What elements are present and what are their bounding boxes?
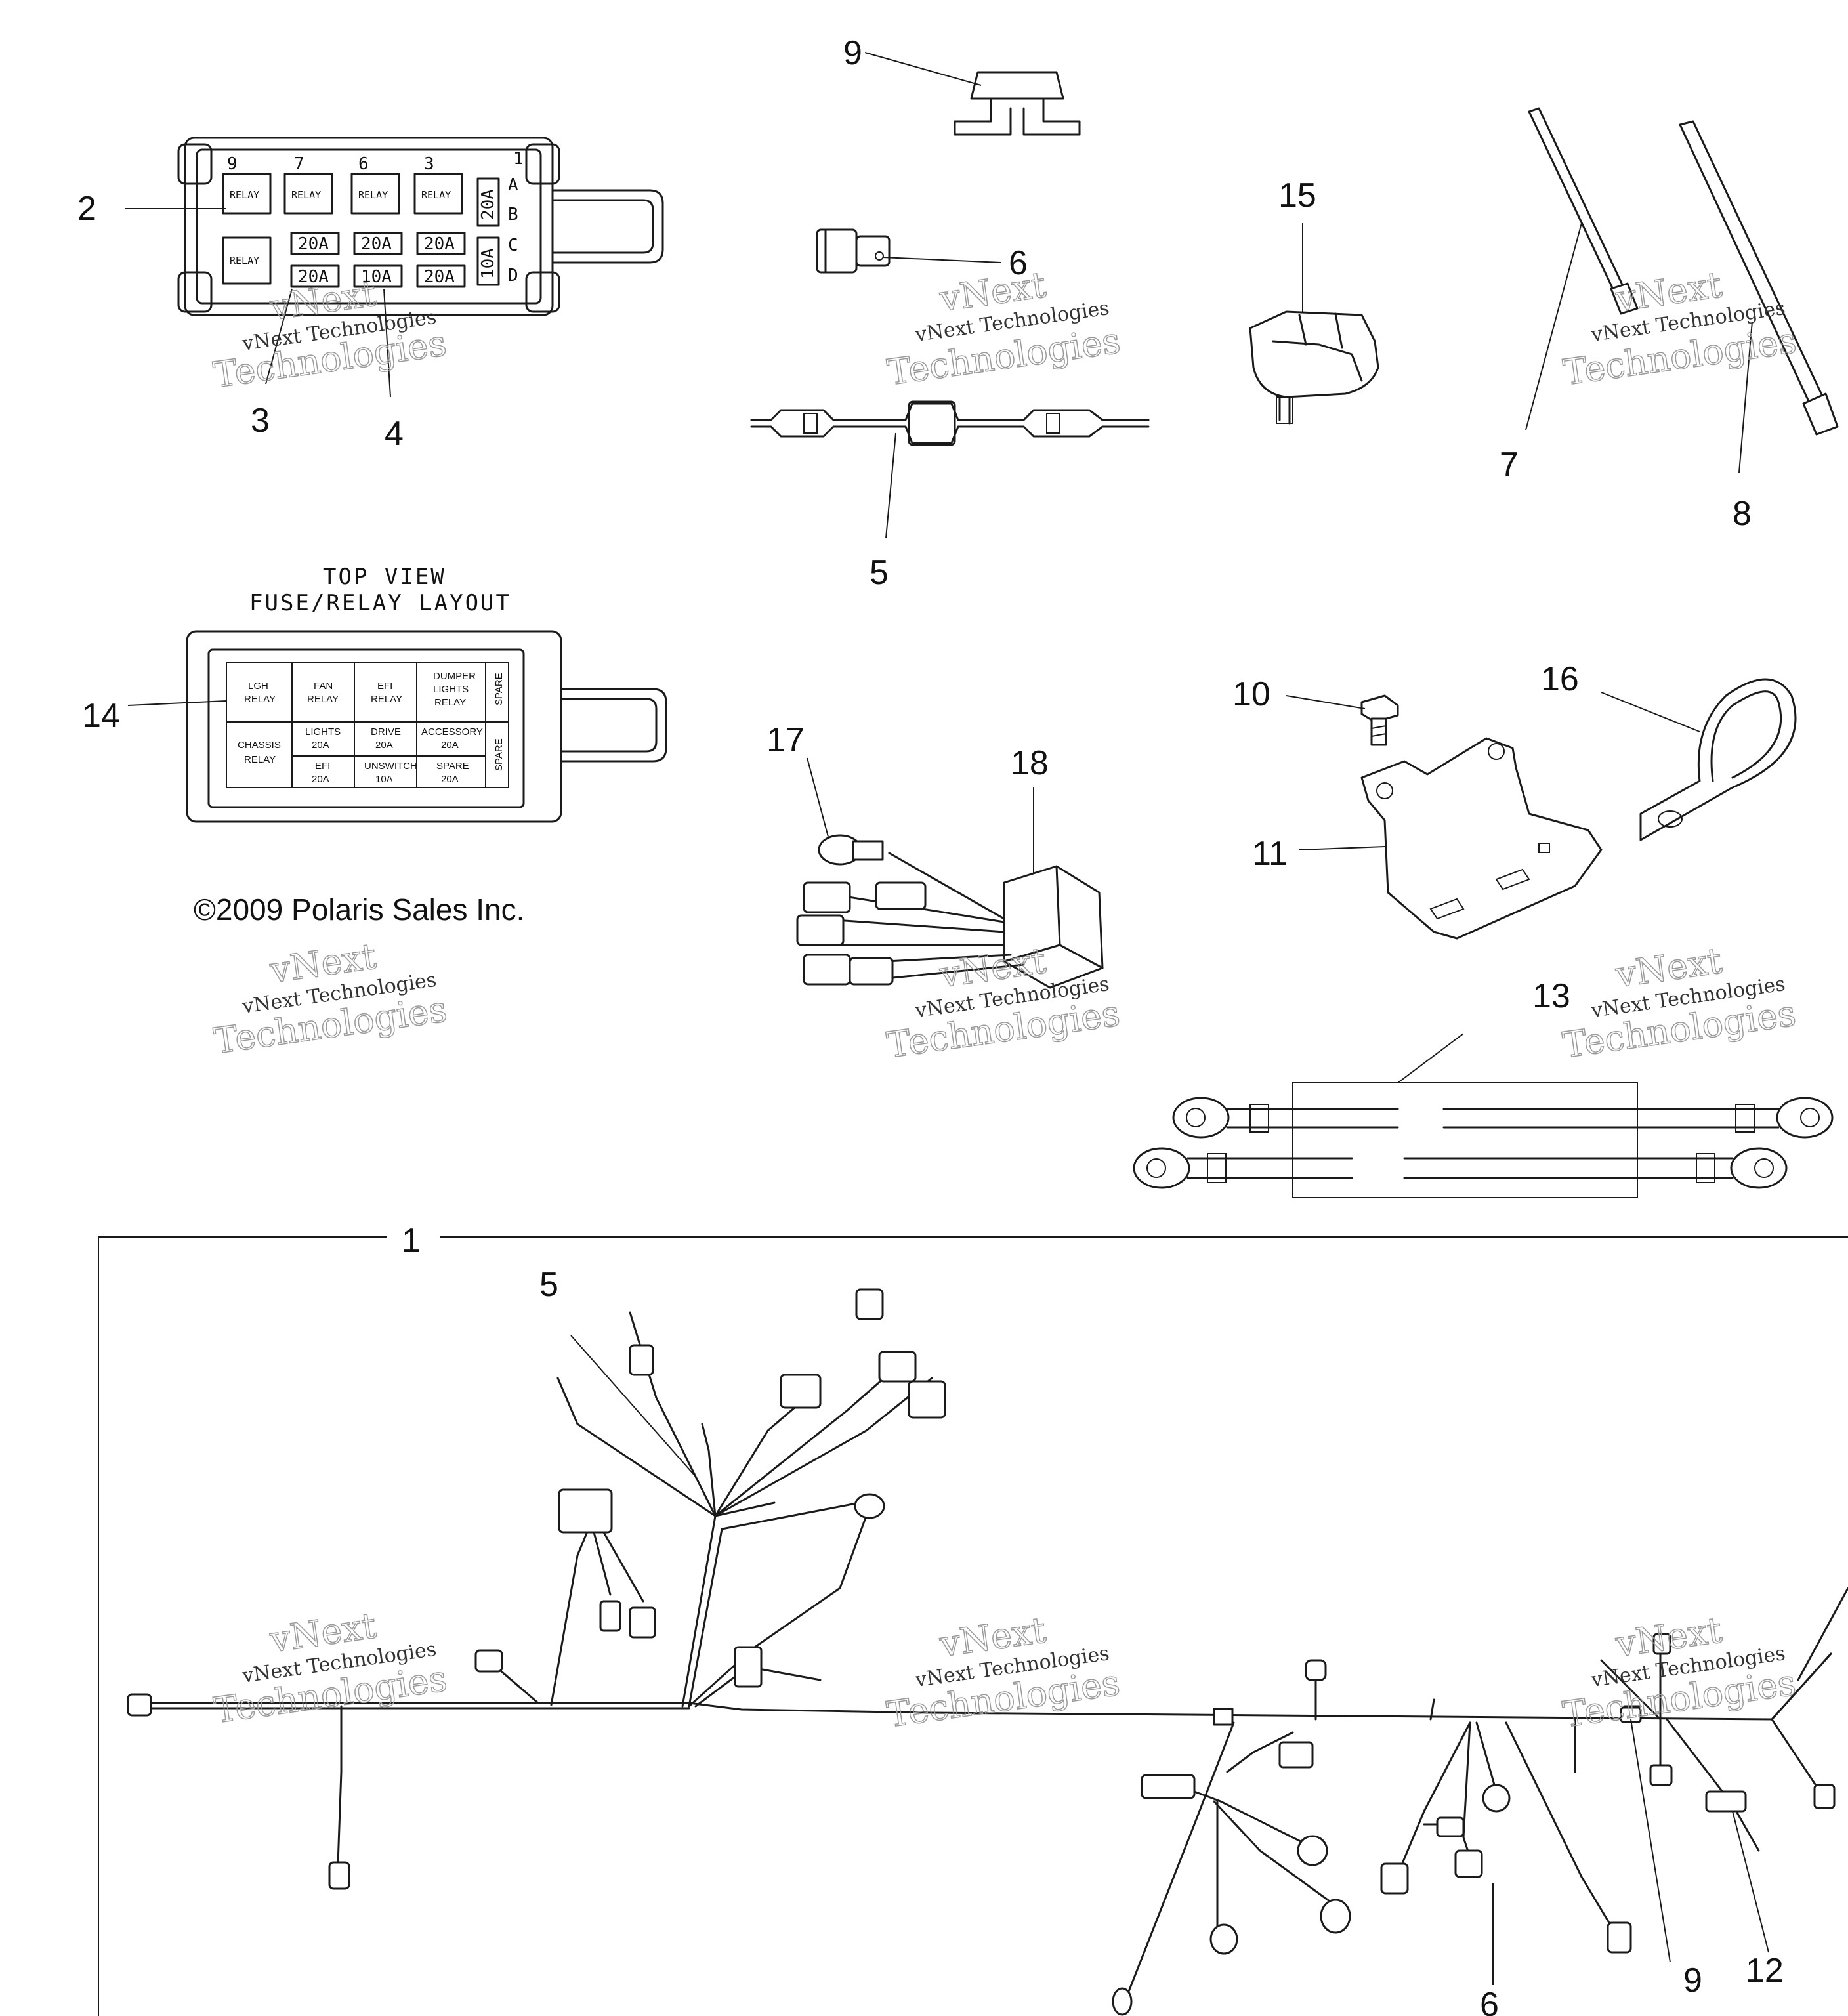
callout-11: 11 [1252,835,1288,873]
callout-4: 4 [385,415,404,453]
callout-15: 15 [1278,177,1316,215]
layout-title-line2: FUSE/RELAY LAYOUT [249,590,511,616]
part-5-inline-fuse-holder [750,400,1150,446]
fuse-20a-label: 20A [478,189,498,220]
cell-efi: EFI [377,681,392,692]
cell-fan: FAN [314,681,333,692]
fuse-20a-label: 20A [298,267,329,287]
callout-17: 17 [766,721,805,759]
cell-20a: 20A [441,774,459,785]
callout-14: 14 [82,697,120,735]
part-15-connector-clip [1249,310,1379,425]
cell-10a: 10A [375,774,393,785]
cell-relay: RELAY [244,754,276,765]
cell-20a: 20A [312,740,329,751]
part-8-cable-tie [1679,120,1839,436]
relay-label: RELAY [421,189,451,201]
part-18-relay-module [796,852,1104,989]
fuse-10a-label: 10A [478,248,498,279]
fuse-20a-label: 20A [361,234,392,254]
cell-relay: RELAY [434,697,466,708]
cell-20a: 20A [312,774,329,785]
callout-5: 5 [870,554,889,592]
cell-dumper: DUMPER [433,671,476,682]
callout-6-harness: 6 [1480,1986,1499,2016]
callout-8: 8 [1732,495,1752,533]
row-letter: B [508,205,518,224]
cell-20a: 20A [375,740,393,751]
cell-20a: 20A [441,740,459,751]
part-11-bracket [1360,737,1603,940]
callout-16: 16 [1541,660,1579,698]
callout-7: 7 [1500,446,1519,484]
slot-number: 3 [424,154,434,174]
fuse-10a-label: 10A [361,267,392,287]
callout-18: 18 [1011,744,1049,782]
watermark-6: vNext vNext Technologies Technologies [1560,939,1799,1066]
row-letter: D [508,266,518,285]
part-17-push-rivet [818,834,884,866]
fuse-20a-label: 20A [424,267,455,287]
callout-9-harness: 9 [1683,1962,1702,2000]
layout-title-line1: TOP VIEW [323,564,446,590]
cell-spare: SPARE [494,673,505,705]
harness-frame [98,1236,1848,2016]
part-13-battery-cables [1133,1082,1834,1198]
relay-label: RELAY [230,255,259,266]
row-letter: C [508,236,518,255]
slot-number: 7 [294,154,304,174]
cell-chassis: CHASSIS [238,740,281,751]
fuse-relay-layout-panel: LGH RELAY FAN RELAY EFI RELAY DUMPER LIG… [186,630,667,823]
callout-13: 13 [1532,977,1570,1015]
cell-relay: RELAY [244,694,276,705]
slot-number: 6 [358,154,369,174]
row-letter: A [508,175,518,195]
callout-3: 3 [251,402,270,440]
cell-relay: RELAY [307,694,339,705]
slot-number: 1 [513,149,524,169]
part-6-connector [816,228,891,274]
callout-5-harness: 5 [539,1266,558,1304]
cell-efi: EFI [315,761,330,772]
fuse-box-assembly: RELAY RELAY RELAY RELAY RELAY 20A 20A 20… [177,136,664,316]
fuse-20a-label: 20A [424,234,455,254]
watermark-2: vNext vNext Technologies Technologies [885,263,1124,394]
callout-6: 6 [1009,244,1028,282]
cell-lgh: LGH [248,681,268,692]
slot-number: 9 [227,154,238,174]
callout-1: 1 [402,1222,421,1260]
callout-9: 9 [843,34,862,72]
watermark-3: vNext vNext Technologies Technologies [1561,263,1799,394]
cell-lights: LIGHTS [305,726,341,738]
relay-label: RELAY [291,189,321,201]
cell-spare: SPARE [436,761,469,772]
part-9-fuse-holder [954,71,1081,136]
part-7-cable-tie [1528,107,1639,315]
watermark-4: vNext vNext Technologies Technologies [211,935,450,1062]
watermark-8: vNext vNext Technologies Technologies [884,1608,1123,1736]
watermark-7: vNext vNext Technologies Technologies [211,1605,450,1732]
cell-lights: LIGHTS [433,684,469,695]
fuse-20a-label: 20A [298,234,329,254]
cell-drive: DRIVE [371,726,401,738]
copyright-notice: ©2009 Polaris Sales Inc. [194,892,524,927]
cell-accessory: ACCESSORY [421,726,483,738]
callout-10: 10 [1232,675,1270,713]
watermark-9: vNext vNext Technologies Technologies [1560,1608,1799,1736]
callout-2: 2 [77,190,96,228]
part-16-clamp [1639,678,1797,841]
cell-spare: SPARE [494,738,505,771]
main-wiring-harness [127,1288,1848,2016]
relay-label: RELAY [230,189,259,201]
callout-12: 12 [1746,1952,1784,1990]
cell-relay: RELAY [371,694,402,705]
part-10-bolt [1360,694,1399,746]
cell-unswitch: UNSWITCH [364,761,417,772]
relay-label: RELAY [358,189,388,201]
